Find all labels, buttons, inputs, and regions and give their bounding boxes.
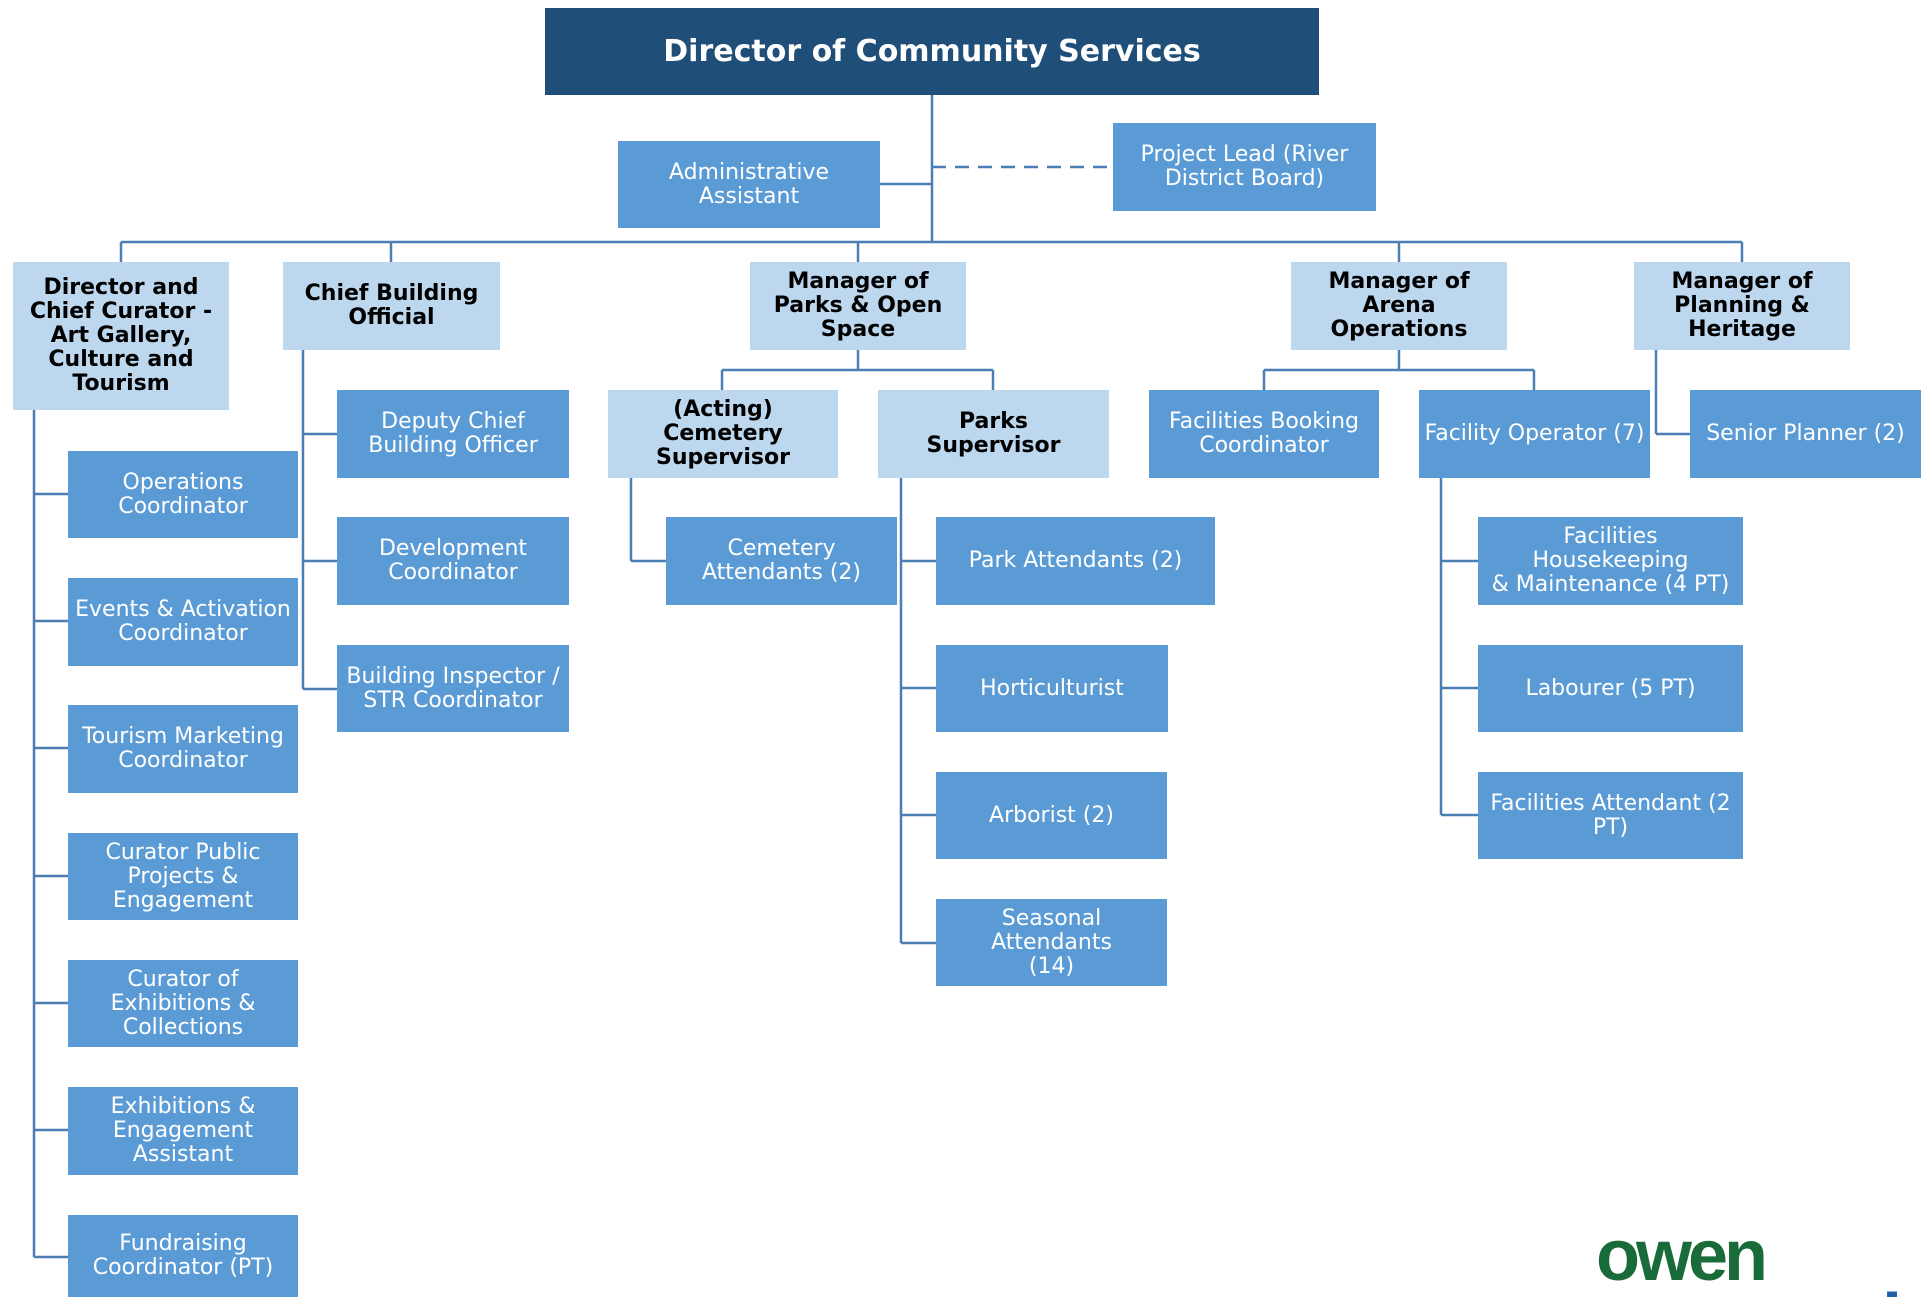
svg-text:owen: owen (1596, 1216, 1764, 1296)
staff-box: Exhibitions & Engagement Assistant (68, 1087, 298, 1175)
staff-box: Facilities Housekeeping & Maintenance (4… (1478, 517, 1743, 605)
svg-text:sound: sound (1702, 1280, 1898, 1297)
staff-box: Horticulturist (936, 645, 1168, 732)
staff-box: Labourer (5 PT) (1478, 645, 1743, 732)
staff-box: Operations Coordinator (68, 451, 298, 538)
staff-box: Tourism Marketing Coordinator (68, 705, 298, 793)
staff-box: Curator of Exhibitions & Collections (68, 960, 298, 1047)
cemetery-supervisor-box: (Acting) Cemetery Supervisor (608, 390, 838, 478)
staff-box: Senior Planner (2) (1690, 390, 1921, 478)
staff-box: Seasonal Attendants (14) (936, 899, 1167, 986)
staff-box: Curator Public Projects & Engagement (68, 833, 298, 920)
project-lead-box: Project Lead (River District Board) (1113, 123, 1376, 211)
manager-arena-box: Manager of Arena Operations (1291, 262, 1507, 350)
director-community-services-box: Director of Community Services (545, 8, 1319, 95)
staff-box: Events & Activation Coordinator (68, 578, 298, 666)
staff-box: Facilities Booking Coordinator (1149, 390, 1379, 478)
owen-sound-logo: owen sound (1592, 1212, 1921, 1297)
manager-planning-box: Manager of Planning & Heritage (1634, 262, 1850, 350)
staff-box: Facility Operator (7) (1419, 390, 1650, 478)
staff-box: Fundraising Coordinator (PT) (68, 1215, 298, 1297)
director-chief-curator-box: Director and Chief Curator - Art Gallery… (13, 262, 229, 410)
staff-box: Arborist (2) (936, 772, 1167, 859)
administrative-assistant-box: Administrative Assistant (618, 141, 880, 228)
chief-building-official-box: Chief Building Official (283, 262, 500, 350)
staff-box: Cemetery Attendants (2) (666, 517, 897, 605)
staff-box: Deputy Chief Building Officer (337, 390, 569, 478)
staff-box: Facilities Attendant (2 PT) (1478, 772, 1743, 859)
parks-supervisor-box: Parks Supervisor (878, 390, 1109, 478)
staff-box: Building Inspector / STR Coordinator (337, 645, 569, 732)
staff-box: Development Coordinator (337, 517, 569, 605)
staff-box: Park Attendants (2) (936, 517, 1215, 605)
manager-parks-box: Manager of Parks & Open Space (750, 262, 966, 350)
